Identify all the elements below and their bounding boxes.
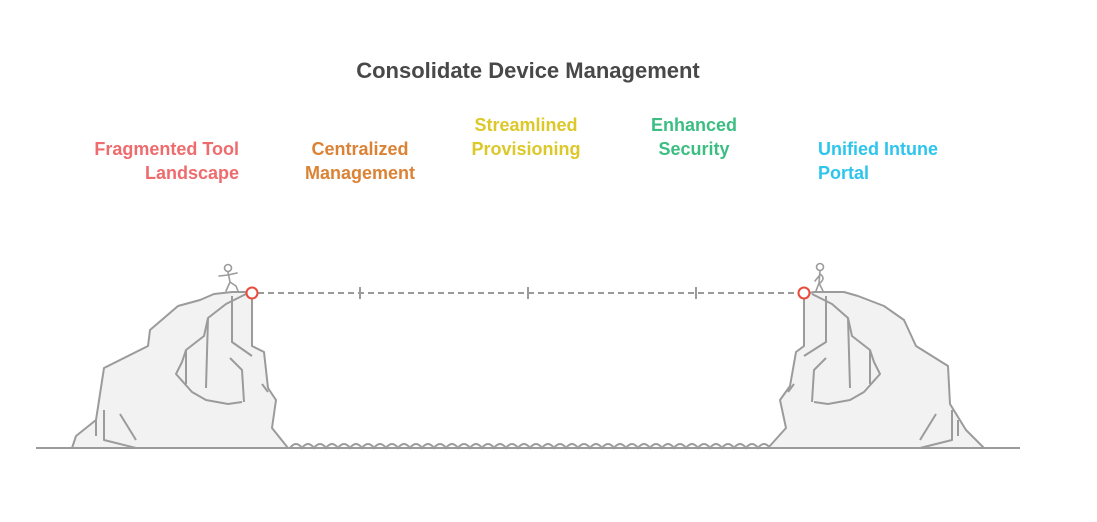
stage-label-line: Provisioning xyxy=(471,139,581,159)
stage-label-enhanced-security: Enhanced Security xyxy=(634,113,754,161)
person-right-icon xyxy=(814,262,825,292)
stage-label-centralized-management: Centralized Management xyxy=(300,137,420,185)
stage-label-line: Management xyxy=(304,163,416,183)
stage-label-line: Portal xyxy=(818,163,870,183)
stage-label-line: Centralized xyxy=(311,139,409,159)
stage-label-fragmented-tool-landscape: Fragmented Tool Landscape xyxy=(94,137,239,185)
left-cliff xyxy=(71,291,289,449)
stage-label-streamlined-provisioning: Streamlined Provisioning xyxy=(466,113,586,161)
stage-label-line: Fragmented Tool xyxy=(94,139,239,159)
stage-label-line: Enhanced xyxy=(650,115,738,135)
stage-label-line: Landscape xyxy=(144,163,239,183)
stage-label-line: Unified Intune xyxy=(818,139,938,159)
diagram-title: Consolidate Device Management xyxy=(356,58,700,83)
water-waves xyxy=(289,443,771,450)
stage-label-line: Streamlined xyxy=(474,115,578,135)
stage-label-unified-intune-portal: Unified Intune Portal xyxy=(818,137,938,185)
right-cliff xyxy=(767,291,985,449)
end-marker xyxy=(797,286,811,300)
person-left-icon xyxy=(218,263,239,292)
stage-label-line: Security xyxy=(658,139,730,159)
start-marker xyxy=(245,286,259,300)
